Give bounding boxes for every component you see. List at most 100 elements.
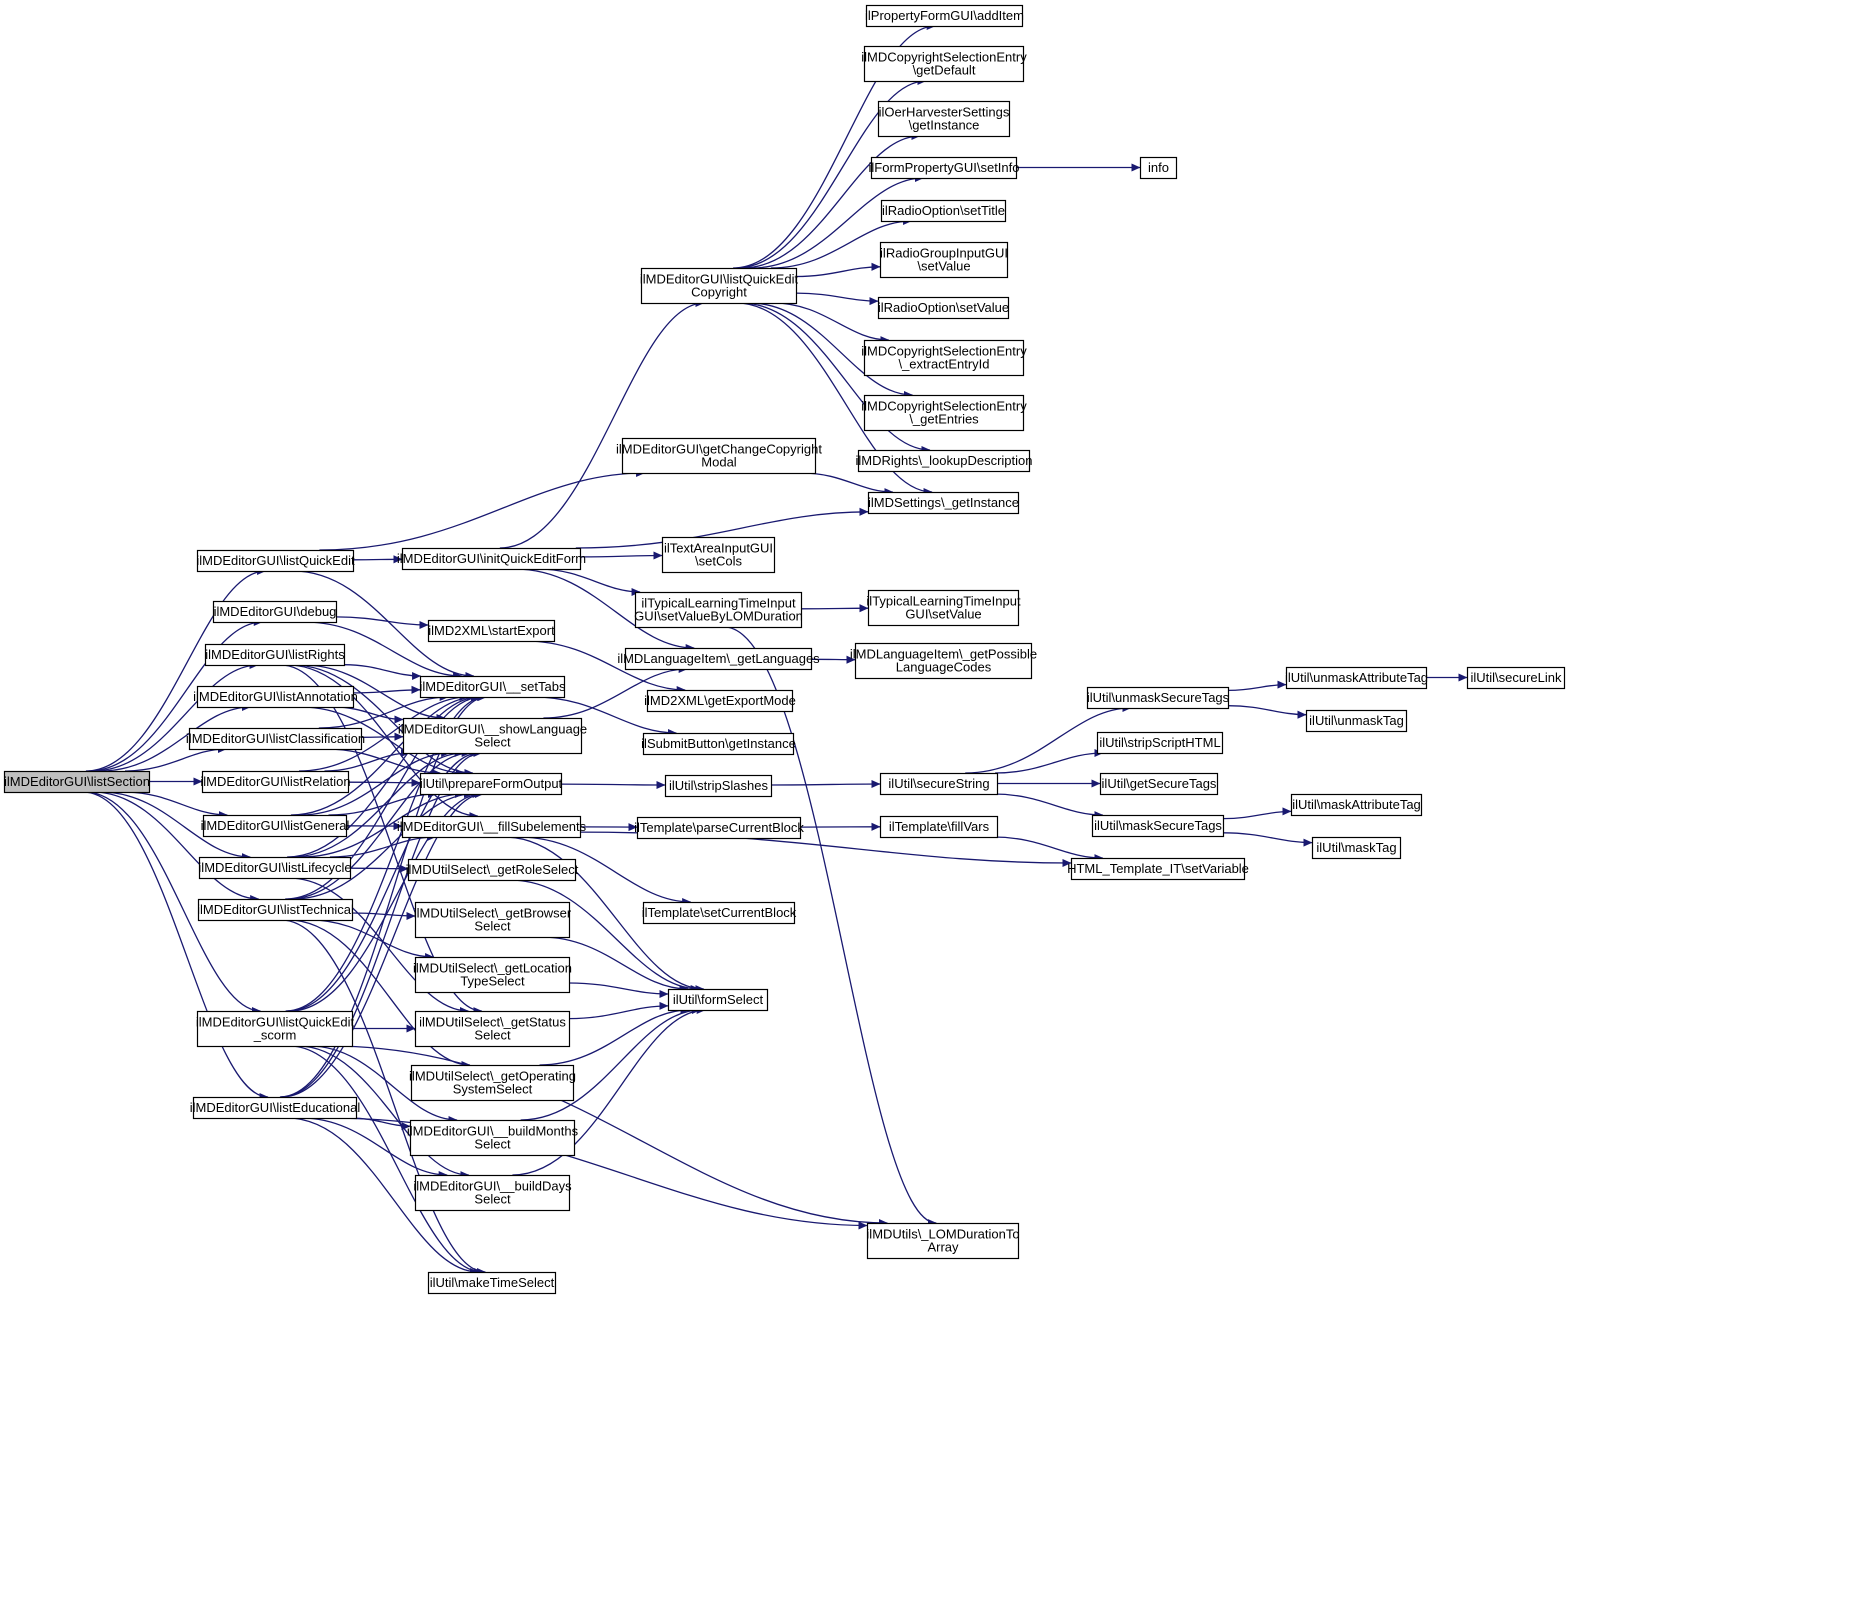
node-form-select[interactable]: ilUtil\formSelect: [667, 988, 769, 1012]
node-get-role-select[interactable]: ilMDUtilSelect\_getRoleSelect: [406, 858, 579, 882]
node-set-current-block[interactable]: ilTemplate\setCurrentBlock: [642, 901, 797, 925]
node-md-settings-get-instance[interactable]: ilMDSettings\_getInstance: [867, 491, 1020, 515]
node-get-default[interactable]: ilMDCopyrightSelectionEntry\getDefault: [861, 45, 1027, 83]
node-unmask-tag[interactable]: ilUtil\unmaskTag: [1305, 709, 1408, 733]
edge-list-quick-edit-copyright-to-get-entries: [749, 302, 913, 400]
node-label: ilMDEditorGUI\listEducational: [190, 1100, 361, 1115]
node-secure-link[interactable]: ilUtil\secureLink: [1466, 666, 1566, 690]
node-label: \_getEntries: [909, 412, 979, 427]
node-radio-group-set-value[interactable]: ilRadioGroupInputGUI\setValue: [879, 241, 1009, 279]
node-info[interactable]: info: [1139, 156, 1178, 180]
node-secure-string[interactable]: ilUtil\secureString: [879, 772, 999, 796]
node-debug[interactable]: ilMDEditorGUI\debug: [212, 600, 338, 624]
node-get-possible-language-codes[interactable]: ilMDLanguageItem\_getPossibleLanguageCod…: [850, 642, 1037, 680]
node-start-export[interactable]: ilMD2XML\startExport: [427, 619, 556, 643]
node-label: ilMDLanguageItem\_getPossible: [850, 647, 1037, 662]
node-set-cols[interactable]: ilTextAreaInputGUI\setCols: [661, 536, 776, 574]
node-make-time-select[interactable]: ilUtil\makeTimeSelect: [427, 1271, 557, 1295]
node-box: [646, 689, 794, 713]
node-extract-entry-id[interactable]: ilMDCopyrightSelectionEntry\_extractEntr…: [861, 339, 1027, 377]
node-list-general[interactable]: ilMDEditorGUI\listGeneral: [201, 814, 350, 838]
node-fill-subelements[interactable]: ilMDEditorGUI\__fillSubelements: [397, 815, 587, 839]
node-box: [1139, 156, 1178, 180]
node-box: [1096, 731, 1224, 755]
node-label: ilUtil\secureString: [888, 776, 989, 791]
node-list-section[interactable]: ilMDEditorGUI\listSection: [3, 770, 151, 794]
node-list-classification[interactable]: ilMDEditorGUI\listClassification: [186, 727, 365, 751]
node-list-educational[interactable]: ilMDEditorGUI\listEducational: [190, 1096, 361, 1120]
node-list-rights[interactable]: ilMDEditorGUI\listRights: [204, 643, 345, 667]
edge-list-section-to-list-annotation: [100, 702, 251, 772]
node-add-item[interactable]: ilPropertyFormGUI\addItem: [865, 4, 1024, 28]
node-fill-vars[interactable]: ilTemplate\fillVars: [879, 815, 999, 839]
node-unmask-attribute-tag[interactable]: ilUtil\unmaskAttributeTag: [1285, 666, 1428, 690]
node-strip-script-html[interactable]: ilUtil\stripScriptHTML: [1096, 731, 1224, 755]
node-get-languages[interactable]: ilMDLanguageItem\_getLanguages: [617, 647, 820, 671]
node-label: ilUtil\getSecureTags: [1102, 776, 1217, 791]
edge-get-change-copyright-modal-to-md-settings-get-instance: [802, 472, 894, 497]
node-lookup-description[interactable]: ilMDRights\_lookupDescription: [855, 449, 1033, 473]
node-label: ilTemplate\parseCurrentBlock: [634, 820, 804, 835]
node-list-quick-edit-scorm[interactable]: ilMDEditorGUI\listQuickEdit_scorm: [196, 1010, 355, 1048]
node-unmask-secure-tags[interactable]: ilUtil\unmaskSecureTags: [1087, 686, 1230, 710]
node-get-entries[interactable]: ilMDCopyrightSelectionEntry\_getEntries: [861, 394, 1027, 432]
node-label: _scorm: [253, 1028, 297, 1043]
node-parse-current-block[interactable]: ilTemplate\parseCurrentBlock: [634, 816, 804, 840]
node-list-annotation[interactable]: ilMDEditorGUI\listAnnotation: [193, 685, 358, 709]
edge-list-quick-edit-copyright-to-get-default: [736, 76, 927, 269]
node-label: ilMDEditorGUI\__fillSubelements: [397, 819, 587, 834]
edge-list-quick-edit-to-set-tabs: [293, 570, 475, 681]
node-box: [642, 732, 795, 756]
node-mask-tag[interactable]: ilUtil\maskTag: [1311, 836, 1402, 860]
node-get-secure-tags[interactable]: ilUtil\getSecureTags: [1099, 772, 1219, 796]
node-label: ilMDUtilSelect\_getBrowser: [414, 906, 572, 921]
edge-list-quick-edit-copyright-to-extract-entry-id: [773, 302, 890, 345]
node-get-export-mode[interactable]: ilMD2XML\getExportMode: [644, 689, 796, 713]
node-box: [867, 589, 1020, 627]
node-box: [202, 814, 348, 838]
node-set-info[interactable]: ilFormPropertyGUI\setInfo: [869, 156, 1020, 180]
node-mask-secure-tags[interactable]: ilUtil\maskSecureTags: [1091, 814, 1225, 838]
node-set-variable[interactable]: HTML_Template_IT\setVariable: [1067, 857, 1249, 881]
node-label: ilOerHarvesterSettings: [879, 105, 1010, 120]
node-label: ilUtil\stripScriptHTML: [1099, 735, 1220, 750]
node-init-quick-edit-form[interactable]: ilMDEditorGUI\initQuickEditForm: [397, 547, 586, 571]
edge-list-technical-to-prepare-form-output: [292, 789, 473, 900]
node-submit-get-instance[interactable]: ilSubmitButton\getInstance: [641, 732, 796, 756]
node-label: ilRadioOption\setValue: [878, 300, 1009, 315]
node-radio-set-title[interactable]: ilRadioOption\setTitle: [880, 199, 1007, 223]
node-box: [1466, 666, 1566, 690]
node-set-tabs[interactable]: ilMDEditorGUI\__setTabs: [420, 675, 566, 699]
edge-list-quick-edit-copyright-to-md-settings-get-instance: [736, 302, 933, 497]
node-oer-get-instance[interactable]: ilOerHarvesterSettings\getInstance: [877, 100, 1011, 138]
node-list-relation[interactable]: ilMDEditorGUI\listRelation: [200, 770, 351, 794]
node-list-quick-edit[interactable]: ilMDEditorGUI\listQuickEdit: [196, 549, 355, 573]
edge-list-quick-edit-scorm-to-set-tabs: [285, 692, 486, 1012]
node-set-value-by-lomduration[interactable]: ilTypicalLearningTimeInputGUI\setValueBy…: [634, 591, 803, 629]
node-list-technical[interactable]: ilMDEditorGUI\listTechnical: [197, 898, 354, 922]
edge-get-location-type-select-to-form-select: [568, 982, 669, 999]
node-radio-set-value[interactable]: ilRadioOption\setValue: [878, 296, 1009, 320]
node-label: ilMDUtilSelect\_getLocation: [413, 961, 572, 976]
node-label: ilTemplate\setCurrentBlock: [642, 905, 797, 920]
node-prepare-form-output[interactable]: ilUtil\prepareFormOutput: [420, 772, 563, 796]
edge-list-rights-to-set-tabs: [343, 664, 422, 681]
edge-list-section-to-list-educational: [82, 791, 269, 1102]
node-strip-slashes[interactable]: ilUtil\stripSlashes: [664, 774, 773, 798]
node-label: ilMDEditorGUI\__buildDays: [413, 1179, 572, 1194]
edge-list-annotation-to-prepare-form-output: [300, 706, 465, 778]
node-label: ilSubmitButton\getInstance: [641, 736, 796, 751]
node-list-lifecycle[interactable]: ilMDEditorGUI\listLifecycle: [198, 856, 352, 880]
node-mask-attribute-tag[interactable]: ilUtil\maskAttributeTag: [1290, 793, 1423, 817]
